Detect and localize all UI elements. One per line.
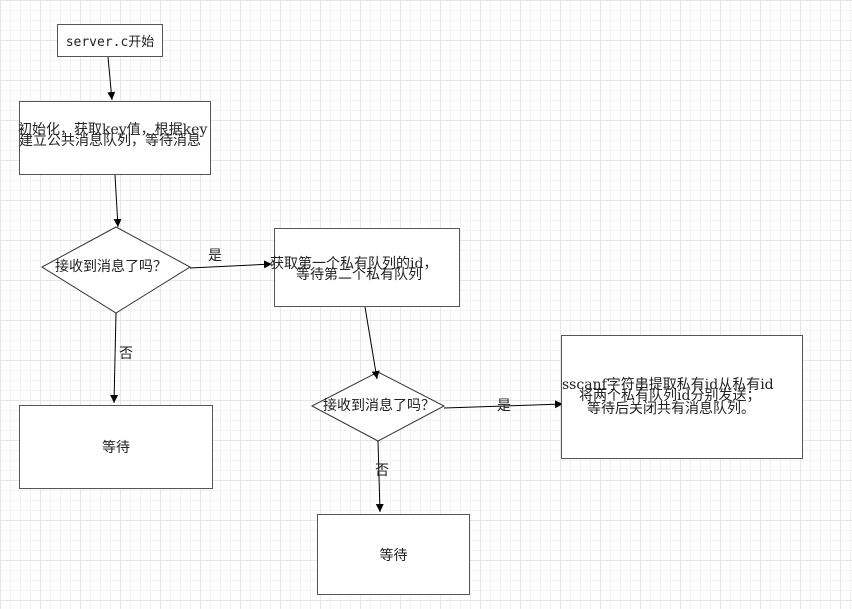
init-label-line2: 建立公共消息队列，等待消息: [19, 133, 201, 149]
start-label: server.c开始: [65, 35, 155, 50]
get-id-label-line2: 等待第二个私有队列: [296, 267, 422, 283]
edge-label-yes2: 是: [497, 398, 511, 414]
get-id-node[interactable]: [274, 228, 460, 307]
init-label-line1: 初始化，获取key值，根据key: [18, 122, 208, 138]
edge-label-no2: 否: [375, 463, 389, 479]
edge-label-yes1: 是: [208, 248, 222, 264]
get-id-label-line1: 获取第一个私有队列的id，: [270, 256, 438, 272]
wait2-node[interactable]: 等待: [317, 514, 470, 595]
wait1-node[interactable]: 等待: [19, 405, 213, 489]
wait2-label: 等待: [379, 547, 408, 564]
edge-start-to-init: [107, 56, 116, 101]
edge-getid-to-decision2: [364, 306, 380, 380]
edge-decision1-no: [110, 312, 119, 404]
decision2-label: 接收到消息了吗？: [323, 398, 435, 414]
edge-init-to-decision1: [113, 174, 122, 228]
decision1-label: 接收到消息了吗？: [55, 259, 167, 275]
edge-decision2-yes: [443, 400, 564, 409]
edge-decision2-no: [375, 440, 384, 513]
final-label-line3: 等待后关闭共有消息队列。: [587, 401, 755, 417]
wait1-label: 等待: [102, 440, 130, 456]
final-node[interactable]: [561, 335, 803, 459]
final-label-line2: 将两个私有队列id分别发送；: [579, 388, 761, 404]
edge-decision1-yes: [189, 260, 273, 269]
init-node[interactable]: [19, 101, 211, 175]
start-node[interactable]: server.c开始: [57, 24, 163, 57]
edge-label-no1: 否: [119, 346, 133, 362]
final-label-line1: sscanf字符串提取私有id从私有id: [562, 377, 774, 393]
